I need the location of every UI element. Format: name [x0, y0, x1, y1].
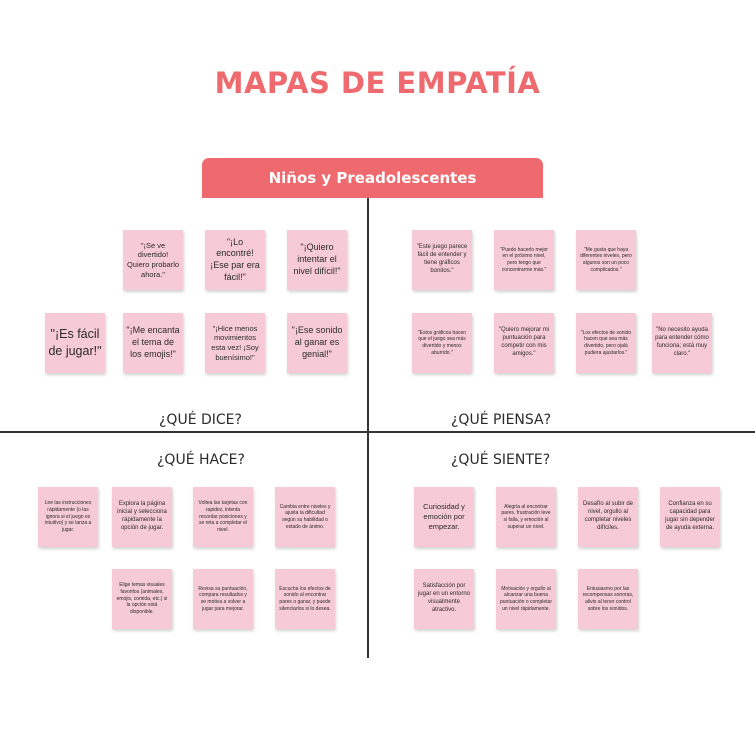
- quadrant-label-hace: ¿QUÉ HACE?: [157, 452, 245, 468]
- sticky-note[interactable]: Confianza en su capacidad para jugar sin…: [660, 487, 720, 547]
- sticky-note[interactable]: Lee las instrucciones rápidamente (o las…: [38, 487, 98, 547]
- sticky-note[interactable]: "Me gusta que haya diferentes niveles, p…: [576, 230, 636, 290]
- sticky-note[interactable]: "No necesito ayuda para entender cómo fu…: [652, 313, 712, 373]
- sticky-note[interactable]: "Los efectos de sonido hacen que sea más…: [576, 313, 636, 373]
- vertical-divider: [367, 198, 369, 658]
- segment-banner: Niños y Preadolescentes: [202, 158, 543, 198]
- sticky-note[interactable]: Alegría al encontrar pares, frustración …: [496, 487, 556, 547]
- sticky-note[interactable]: "¡Lo encontré! ¡Ese par era fácil!": [205, 230, 265, 290]
- sticky-note[interactable]: "¡Es fácil de jugar!": [45, 313, 105, 373]
- horizontal-divider: [0, 431, 755, 433]
- sticky-note[interactable]: Desafío al subir de nivel, orgullo al co…: [578, 487, 638, 547]
- sticky-note[interactable]: "¡Me encanta el tema de los emojis!": [123, 313, 183, 373]
- sticky-note[interactable]: Satisfacción por jugar en un entorno vis…: [414, 569, 474, 629]
- sticky-note[interactable]: Elige temas visuales favoritos (animales…: [112, 569, 172, 629]
- sticky-note[interactable]: "Estos gráficos hacen que el juego sea m…: [412, 313, 472, 373]
- sticky-note[interactable]: "Quiero mejorar mi puntuación para compe…: [494, 313, 554, 373]
- quadrant-label-dice: ¿QUÉ DICE?: [159, 412, 242, 428]
- sticky-note[interactable]: Revisa su puntuación, compara resultados…: [193, 569, 253, 629]
- sticky-note[interactable]: Entusiasmo por las recompensas sonoras, …: [578, 569, 638, 629]
- sticky-note[interactable]: "¡Quiero intentar el nivel difícil!": [287, 230, 347, 290]
- sticky-note[interactable]: "Puedo hacerlo mejor en el próximo nivel…: [494, 230, 554, 290]
- page-title: MAPAS DE EMPATÍA: [214, 66, 541, 100]
- quadrant-label-siente: ¿QUÉ SIENTE?: [451, 452, 551, 468]
- quadrant-label-piensa: ¿QUÉ PIENSA?: [451, 412, 552, 428]
- sticky-note[interactable]: Curiosidad y emoción por empezar.: [414, 487, 474, 547]
- sticky-note[interactable]: "¡Ese sonido al ganar es genial!": [287, 313, 347, 373]
- sticky-note[interactable]: "¡Hice menos movimientos esta vez! ¡Soy …: [205, 313, 265, 373]
- sticky-note[interactable]: Explora la página inicial y selecciona r…: [112, 487, 172, 547]
- sticky-note[interactable]: Motivación y orgullo al alcanzar una bue…: [496, 569, 556, 629]
- sticky-note[interactable]: Escucha los efectos de sonido al encontr…: [275, 569, 335, 629]
- sticky-note[interactable]: Voltea las tarjetas con rapidez, intenta…: [193, 487, 253, 547]
- sticky-note[interactable]: Cambia entre niveles y ajusta la dificul…: [275, 487, 335, 547]
- sticky-note[interactable]: "¡Se ve divertido! Quiero probarlo ahora…: [123, 230, 183, 290]
- sticky-note[interactable]: "Este juego parece fácil de entender y t…: [412, 230, 472, 290]
